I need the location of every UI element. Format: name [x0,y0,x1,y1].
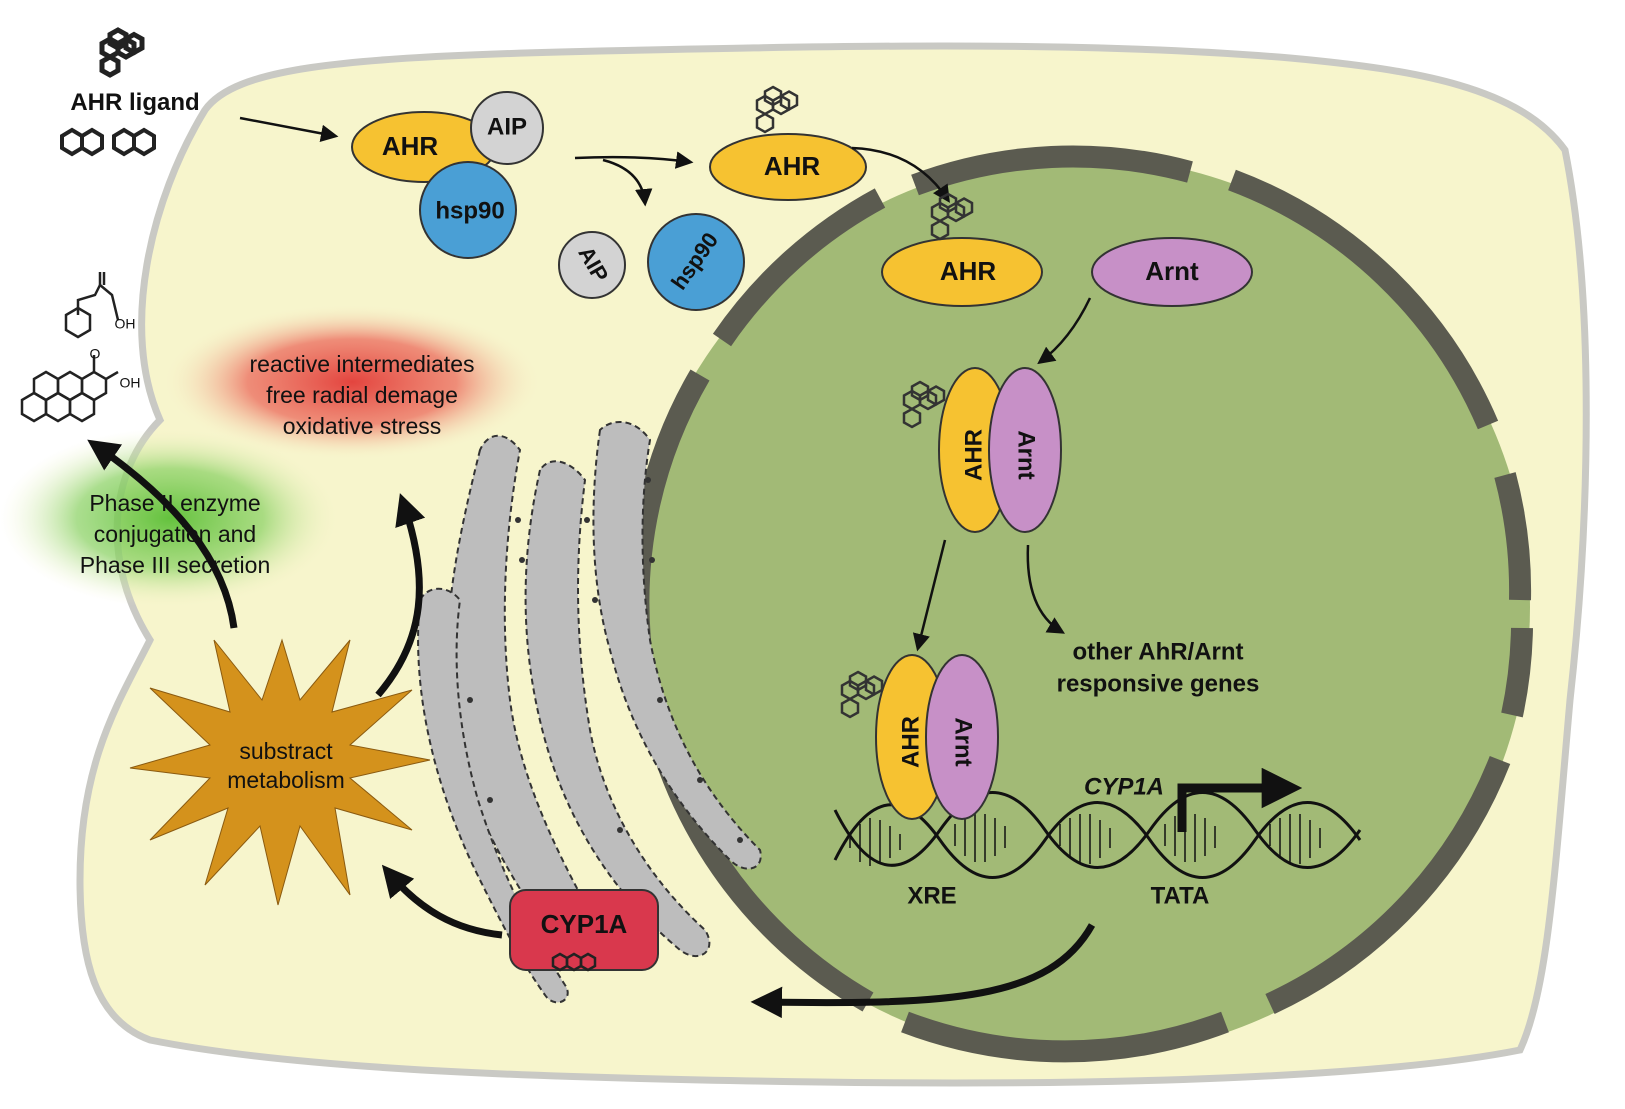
oxygen-label: O [90,346,101,362]
pah-ligand-icon [102,30,142,75]
cyp1a-enzyme-label: CYP1A [541,909,628,939]
reactive-label-2: free radial demage [266,382,458,408]
substrate-metabolism-burst [129,638,431,906]
aip-label: AIP [487,113,527,140]
cytoplasmic-ahr-label: AHR [382,131,439,161]
nuclear-arnt [1091,237,1253,307]
dna-bound-arnt-label: Arnt [950,717,977,766]
hsp90-protein [419,161,517,259]
dna-bound-ahr-label: AHR [897,716,924,768]
phase-ii-glow [0,428,340,608]
ligand-bound-ahr [709,133,867,201]
phase-label-2: conjugation and [94,521,256,547]
other-genes-label-2: responsive genes [1057,670,1260,697]
free-hsp90-protein [647,213,745,311]
nuclear-arnt-label: Arnt [1145,256,1199,286]
reactive-label-3: oxidative stress [283,413,442,439]
aip-protein [470,91,544,165]
nuclear-ahr [881,237,1043,307]
substrate-label-1: substract [239,738,333,764]
cyp1a-ligand-icon [551,952,597,972]
dimer-arnt [988,367,1062,533]
dna-helix [833,791,1362,879]
free-aip-protein [558,231,626,299]
dioxin-ligand-icon [60,127,156,157]
dna-base-pairs [849,812,1321,866]
other-genes-label-1: other AhR/Arnt [1072,638,1243,665]
nuclear-ahr-label: AHR [940,256,997,286]
reactive-label-1: reactive intermediates [250,351,475,377]
phase-label-1: Phase II enzyme [89,490,260,516]
oh-bottom-label: OH [120,375,141,391]
dna-bound-arnt [925,654,999,820]
dimer-ahr-label: AHR [960,429,987,481]
hsp90-label: hsp90 [435,197,504,224]
substrate-label-2: metabolism [227,767,345,793]
transcription-start-arrow [1177,767,1303,832]
dimer-arnt-label: Arnt [1013,430,1040,479]
reactive-intermediates-glow [162,304,542,460]
oh-top-label: OH [115,316,136,332]
ahr-ligand-label: AHR ligand [70,89,199,116]
cyp1a-enzyme [509,889,659,971]
cyp1a-gene-label: CYP1A [1084,773,1164,800]
conjugated-metabolite-icon [20,272,120,423]
phase-label-3: Phase III secretion [80,552,271,578]
tata-label: TATA [1151,882,1210,909]
xre-label: XRE [907,882,956,909]
nucleus [630,157,1530,1057]
ligand-bound-ahr-label: AHR [764,151,821,181]
